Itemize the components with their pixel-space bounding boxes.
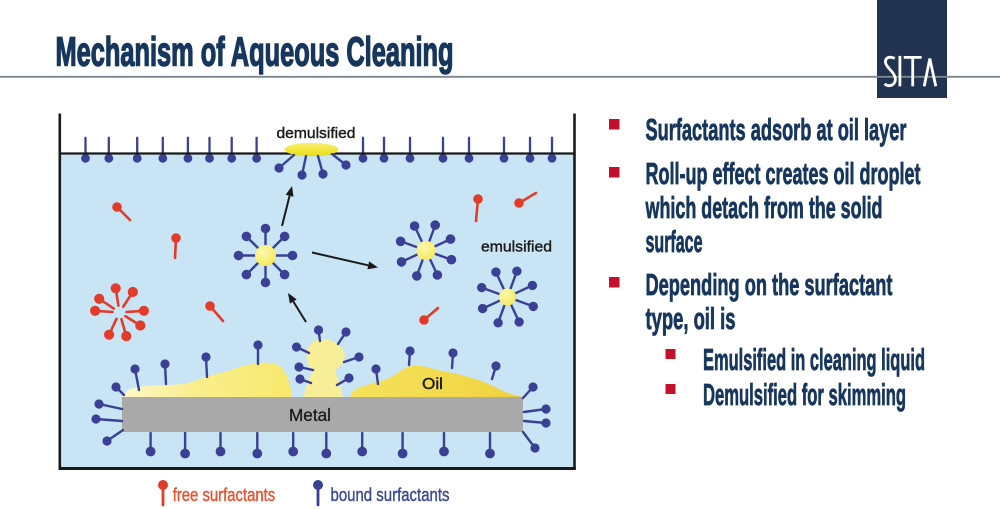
svg-text:Depending on the surfactant: Depending on the surfactant [646,267,893,302]
svg-text:Demulsified for skimming: Demulsified for skimming [703,377,906,412]
svg-text:demulsified: demulsified [277,125,356,142]
svg-text:Roll-up effect creates oil dro: Roll-up effect creates oil droplet [646,156,921,191]
svg-text:Oil: Oil [422,376,443,393]
svg-text:bound surfactants: bound surfactants [331,484,450,505]
svg-text:which detach from the solid: which detach from the solid [645,190,883,225]
svg-text:Mechanism of Aqueous Cleaning: Mechanism of Aqueous Cleaning [56,29,454,75]
svg-text:type, oil is: type, oil is [646,301,736,336]
svg-text:Emulsified in cleaning liquid: Emulsified in cleaning liquid [703,342,925,377]
svg-text:free surfactants: free surfactants [173,484,276,505]
svg-text:Surfactants adsorb at oil laye: Surfactants adsorb at oil layer [646,112,907,147]
svg-text:Metal: Metal [289,405,331,425]
svg-text:emulsified: emulsified [481,239,552,256]
svg-text:surface: surface [646,224,703,259]
